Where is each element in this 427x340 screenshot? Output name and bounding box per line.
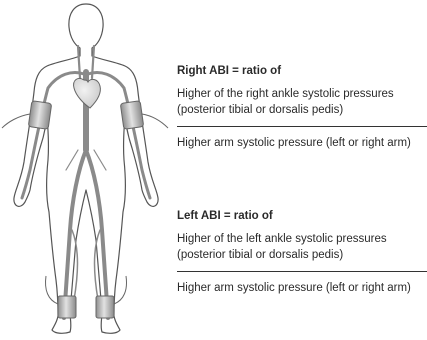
right-abi-formula: Right ABI = ratio of Higher of the right… [177, 64, 427, 150]
right-abi-numerator-line1: Higher of the right ankle systolic press… [177, 86, 427, 102]
left-abi-denominator: Higher arm systolic pressure (left or ri… [177, 281, 427, 295]
arm-cuff-right-side [2, 101, 52, 130]
left-abi-formula: Left ABI = ratio of Higher of the left a… [177, 209, 427, 295]
left-abi-fraction-line [177, 271, 427, 272]
left-abi-numerator-line1: Higher of the left ankle systolic pressu… [177, 231, 427, 247]
left-abi-heading: Left ABI = ratio of [177, 209, 427, 223]
right-abi-numerator-line2: (posterior tibial or dorsalis pedis) [177, 102, 427, 118]
right-abi-denominator: Higher arm systolic pressure (left or ri… [177, 136, 427, 150]
arm-cuff-left-side [120, 101, 168, 130]
human-body-diagram [0, 0, 172, 340]
right-abi-fraction-line [177, 126, 427, 127]
left-abi-numerator-line2: (posterior tibial or dorsalis pedis) [177, 247, 427, 263]
body-outline [14, 4, 158, 333]
right-abi-heading: Right ABI = ratio of [177, 64, 427, 78]
